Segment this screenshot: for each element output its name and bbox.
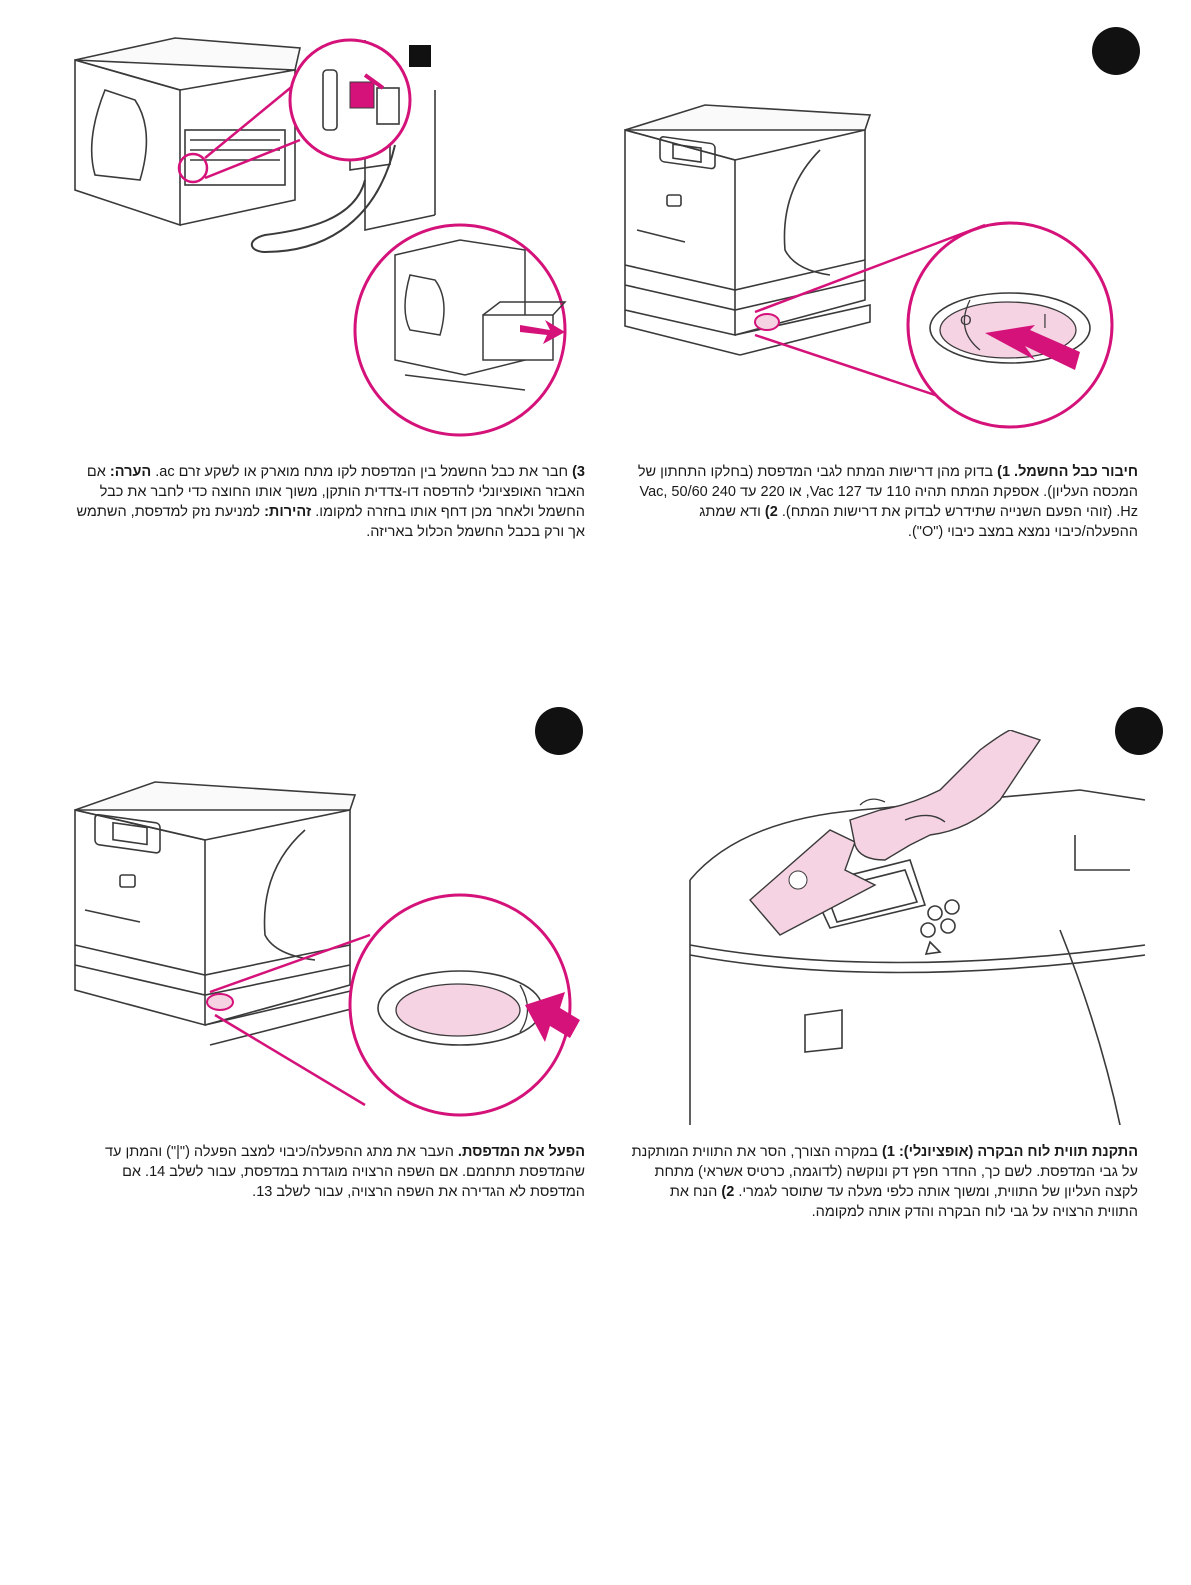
- caption-overlay-n1: 1): [882, 1144, 899, 1160]
- caption-connect-cord-text3: למניעת נזק למדפסת, השתמש אך ורק בכבל החש…: [76, 504, 585, 540]
- step-marker-connect-cord: [409, 45, 431, 67]
- caption-note-label: הערה:: [109, 464, 152, 480]
- caption-overlay-n2: 2): [721, 1184, 739, 1200]
- caption-power-cord-n1: 1): [997, 464, 1011, 480]
- printer-power-switch-illustration: [624, 104, 1114, 429]
- caption-power-cord-text2: ודא שמתג ההפעלה/כיבוי נמצא במצב כיבוי ("…: [699, 504, 1138, 540]
- caption-power-cord: חיבור כבל החשמל. 1) בדוק מהן דרישות המתח…: [628, 462, 1138, 542]
- caption-connect-cord-text1: חבר את כבל החשמל בין המדפסת לקו מתח מואר…: [151, 464, 573, 480]
- caption-turn-on: הפעל את המדפסת. העבר את מתג ההפעלה/כיבוי…: [75, 1142, 585, 1202]
- caption-power-cord-n2: 2): [764, 504, 778, 520]
- switch-off-label: O: [960, 312, 972, 329]
- caption-connect-cord-n3: 3): [572, 464, 585, 480]
- control-panel-overlay-illustration: [689, 730, 1146, 1125]
- printer-turn-on-illustration: [74, 781, 580, 1117]
- caption-power-cord-text1: בדוק מהן דרישות המתח לגבי המדפסת (בחלקו …: [637, 464, 1138, 520]
- step-marker-turn-on: [535, 707, 583, 755]
- step-marker-overlay: [1115, 707, 1163, 755]
- caption-power-cord-title: חיבור כבל החשמל.: [1014, 464, 1138, 480]
- caption-caution-label: זהירות:: [264, 504, 312, 520]
- caption-turn-on-text1: העבר את מתג ההפעלה/כיבוי למצב הפעלה ("|"…: [104, 1144, 585, 1200]
- caption-overlay: התקנת תווית לוח הבקרה (אופציונלי): 1) במ…: [628, 1142, 1138, 1222]
- caption-overlay-text2: הנח את התווית הרצויה על גבי לוח הבקרה וה…: [669, 1184, 1138, 1220]
- caption-connect-cord-text2: אם האבזר האופציונלי להדפסה דו-צדדית הותק…: [86, 464, 585, 520]
- caption-overlay-text1: במקרה הצורך, הסר את התווית המותקנת על גב…: [631, 1144, 1138, 1200]
- caption-turn-on-title: הפעל את המדפסת.: [457, 1144, 585, 1160]
- printer-power-cord-illustration: [74, 37, 567, 437]
- caption-overlay-title: התקנת תווית לוח הבקרה (אופציונלי):: [898, 1144, 1138, 1160]
- caption-connect-cord: 3) חבר את כבל החשמל בין המדפסת לקו מתח מ…: [75, 462, 585, 542]
- step-marker-power-cord: [1092, 27, 1140, 75]
- switch-on-label: |: [1043, 312, 1047, 329]
